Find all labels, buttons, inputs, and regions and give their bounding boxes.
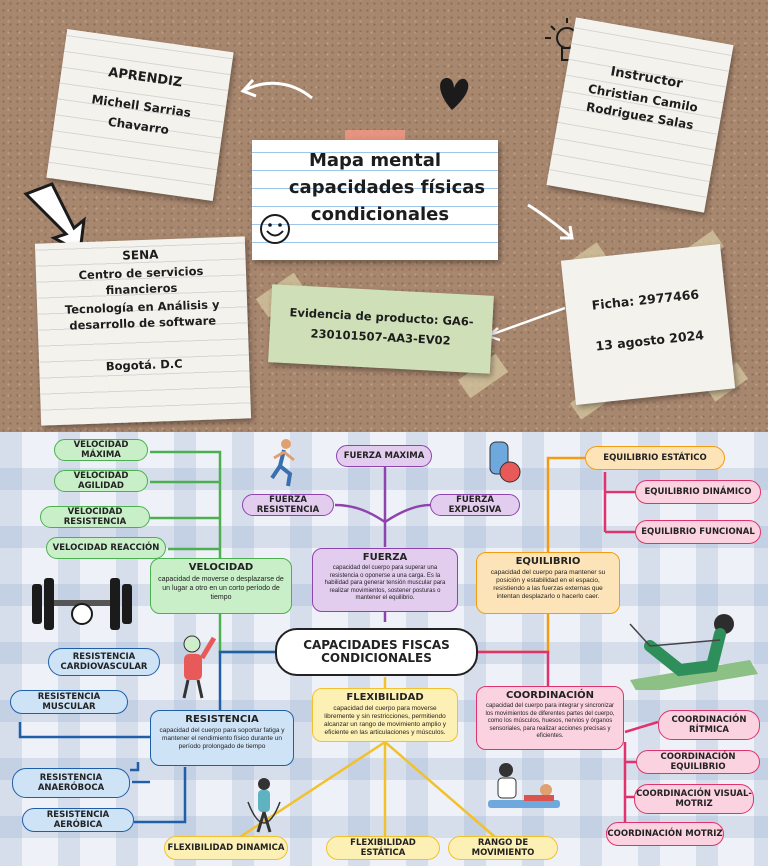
resistencia-aerobica-label: RESISTENCIA AERÓBICA bbox=[46, 810, 110, 830]
central-topic[interactable]: CAPACIDADES FISCAS CONDICIONALES bbox=[275, 628, 478, 676]
fuerza-connectors bbox=[334, 467, 431, 622]
velocidad-title: VELOCIDAD bbox=[188, 562, 254, 573]
coordinacion-ritmica[interactable]: COORDINACIÓN RÍTMICA bbox=[658, 710, 760, 740]
flexibilidad-connectors bbox=[239, 677, 496, 839]
velocidad-reaccion-label: VELOCIDAD REACCIÓN bbox=[52, 543, 160, 553]
rango-de-movimiento[interactable]: RANGO DE MOVIMIENTO bbox=[448, 836, 558, 860]
equilibrio-estatico-label: EQUILIBRIO ESTÁTICO bbox=[603, 453, 707, 463]
page-title-line-2: capacidades físicas bbox=[288, 177, 486, 198]
coordinacion-equilibrio[interactable]: COORDINACIÓN EQUILIBRIO bbox=[636, 750, 760, 774]
equilibrio-estatico[interactable]: EQUILIBRIO ESTÁTICO bbox=[585, 446, 725, 470]
date-label: 13 agosto 2024 bbox=[594, 327, 705, 354]
equilibrio-title: EQUILIBRIO bbox=[515, 556, 581, 567]
arrow-right-doodle bbox=[527, 203, 571, 238]
velocidad-agilidad[interactable]: VELOCIDAD AGILIDAD bbox=[54, 470, 148, 492]
velocidad-connectors bbox=[150, 450, 275, 654]
velocidad-agilidad-label: VELOCIDAD AGILIDAD bbox=[73, 471, 129, 491]
fuerza-node[interactable]: FUERZA capacidad del cuerpo para superar… bbox=[312, 548, 458, 612]
heart-icon bbox=[440, 78, 469, 110]
sena-note: SENA Centro de servicios financieros Tec… bbox=[34, 236, 252, 426]
equilibrio-dinamico-label: EQUILIBRIO DINÁMICO bbox=[644, 487, 752, 497]
exercise-woman-icon bbox=[629, 614, 758, 690]
flexibilidad-dinamica[interactable]: FLEXIBILIDAD DINAMICA bbox=[164, 836, 288, 860]
stretching-woman-icon bbox=[182, 635, 217, 699]
equilibrio-desc: capacidad del cuerpo para mantener su po… bbox=[490, 569, 606, 600]
arrow-to-evidence-doodle bbox=[489, 306, 566, 337]
title-note: Mapa mental capacidades físicas condicio… bbox=[252, 140, 498, 260]
equilibrio-funcional[interactable]: EQUILIBRIO FUNCIONAL bbox=[635, 520, 761, 544]
dumbbell-lifter-icon bbox=[32, 578, 132, 630]
coordinacion-node[interactable]: COORDINACIÓN capacidad del cuerpo para i… bbox=[476, 686, 624, 750]
velocidad-reaccion[interactable]: VELOCIDAD REACCIÓN bbox=[46, 537, 166, 559]
resistencia-node[interactable]: RESISTENCIA capacidad del cuerpo para so… bbox=[150, 710, 294, 766]
header-collage: APRENDIZ Michell Sarrias Chavarro Mapa m… bbox=[0, 0, 768, 432]
velocidad-maxima-label: VELOCIDAD MÁXIMA bbox=[73, 440, 129, 460]
coordinacion-equilibrio-label: COORDINACIÓN EQUILIBRIO bbox=[660, 752, 736, 772]
instructor-note: Instructor Christian Camilo Rodriguez Sa… bbox=[546, 17, 734, 213]
fuerza-title: FUERZA bbox=[362, 552, 408, 563]
central-topic-label: CAPACIDADES FISCAS CONDICIONALES bbox=[303, 638, 450, 665]
resistencia-cardiovascular[interactable]: RESISTENCIA CARDIOVASCULAR bbox=[48, 648, 160, 676]
coordinacion-motriz[interactable]: COORDINACIÓN MOTRIZ bbox=[606, 822, 724, 846]
page-title-line-3: condicionales bbox=[310, 204, 450, 225]
ficha-label: Ficha: 2977466 bbox=[590, 286, 700, 313]
ficha-note: Ficha: 2977466 13 agosto 2024 bbox=[560, 244, 736, 405]
flexibilidad-node[interactable]: FLEXIBILIDAD capacidad del cuerpo para m… bbox=[312, 688, 458, 742]
flexibilidad-dinamica-label: FLEXIBILIDAD DINAMICA bbox=[167, 843, 285, 853]
connector-lines bbox=[18, 450, 659, 839]
resistencia-anaerobica[interactable]: RESISTENCIA ANAERÓBOCA bbox=[12, 768, 130, 798]
runner-icon bbox=[270, 439, 295, 487]
fuerza-maxima[interactable]: FUERZA MAXIMA bbox=[336, 445, 432, 467]
resistencia-muscular-label: RESISTENCIA MUSCULAR bbox=[37, 692, 101, 712]
flexibilidad-estatica[interactable]: FLEXIBILIDAD ESTÁTICA bbox=[326, 836, 440, 860]
flexibilidad-title: FLEXIBILIDAD bbox=[346, 692, 424, 703]
mind-map: CAPACIDADES FISCAS CONDICIONALES VELOCID… bbox=[0, 432, 768, 866]
equilibrio-dinamico[interactable]: EQUILIBRIO DINÁMICO bbox=[635, 480, 761, 504]
equilibrio-node[interactable]: EQUILIBRIO capacidad del cuerpo para man… bbox=[476, 552, 620, 614]
coordinacion-ritmica-label: COORDINACIÓN RÍTMICA bbox=[671, 715, 747, 735]
coordinacion-title: COORDINACIÓN bbox=[505, 690, 595, 701]
resistencia-cardiovascular-label: RESISTENCIA CARDIOVASCULAR bbox=[60, 652, 148, 672]
velocidad-node[interactable]: VELOCIDAD capacidad de moverse o desplaz… bbox=[150, 558, 292, 614]
flexibilidad-desc: capacidad del cuerpo para moverse librem… bbox=[323, 705, 447, 736]
resistencia-muscular[interactable]: RESISTENCIA MUSCULAR bbox=[10, 690, 128, 714]
resistencia-desc: capacidad del cuerpo para soportar fatig… bbox=[159, 727, 285, 750]
coordinacion-desc: capacidad del cuerpo para integrar y sin… bbox=[485, 703, 615, 739]
velocidad-desc: capacidad de moverse o desplazarse de un… bbox=[158, 576, 284, 601]
flexibilidad-estatica-label: FLEXIBILIDAD ESTÁTICA bbox=[350, 838, 416, 858]
resistencia-title: RESISTENCIA bbox=[185, 714, 259, 725]
fuerza-resistencia-label: FUERZA RESISTENCIA bbox=[256, 495, 320, 515]
page-title-line-1: Mapa mental bbox=[308, 150, 442, 171]
fuerza-maxima-label: FUERZA MAXIMA bbox=[343, 451, 425, 461]
bottle-apple-icon bbox=[489, 441, 521, 483]
velocidad-resistencia[interactable]: VELOCIDAD RESISTENCIA bbox=[40, 506, 150, 528]
city-label: Bogotá. D.C bbox=[105, 356, 183, 374]
fuerza-explosiva-label: FUERZA EXPLOSIVA bbox=[448, 495, 502, 515]
evidence-note: Evidencia de producto: GA6- 230101507-AA… bbox=[268, 284, 494, 374]
coordinacion-motriz-label: COORDINACIÓN MOTRIZ bbox=[607, 829, 723, 839]
smiley-icon bbox=[260, 214, 290, 244]
velocidad-maxima[interactable]: VELOCIDAD MÁXIMA bbox=[54, 439, 148, 461]
fuerza-explosiva[interactable]: FUERZA EXPLOSIVA bbox=[430, 494, 520, 516]
physical-therapy-icon bbox=[488, 763, 560, 808]
fuerza-resistencia[interactable]: FUERZA RESISTENCIA bbox=[242, 494, 334, 516]
jump-rope-icon bbox=[247, 778, 281, 833]
rango-de-movimiento-label: RANGO DE MOVIMIENTO bbox=[471, 838, 535, 858]
arrow-down-doodle bbox=[23, 182, 86, 255]
equilibrio-funcional-label: EQUILIBRIO FUNCIONAL bbox=[641, 527, 755, 537]
arrow-left-doodle bbox=[244, 81, 313, 100]
resistencia-aerobica[interactable]: RESISTENCIA AERÓBICA bbox=[22, 808, 134, 832]
velocidad-resistencia-label: VELOCIDAD RESISTENCIA bbox=[63, 507, 127, 527]
resistencia-connectors bbox=[18, 650, 275, 824]
fuerza-desc: capacidad del cuerpo para superar una re… bbox=[324, 565, 446, 601]
coordinacion-visual-motriz[interactable]: COORDINACIÓN VISUAL-MOTRIZ bbox=[634, 784, 754, 814]
coordinacion-visual-motriz-label: COORDINACIÓN VISUAL-MOTRIZ bbox=[636, 789, 752, 809]
resistencia-anaerobica-label: RESISTENCIA ANAERÓBOCA bbox=[37, 773, 105, 793]
